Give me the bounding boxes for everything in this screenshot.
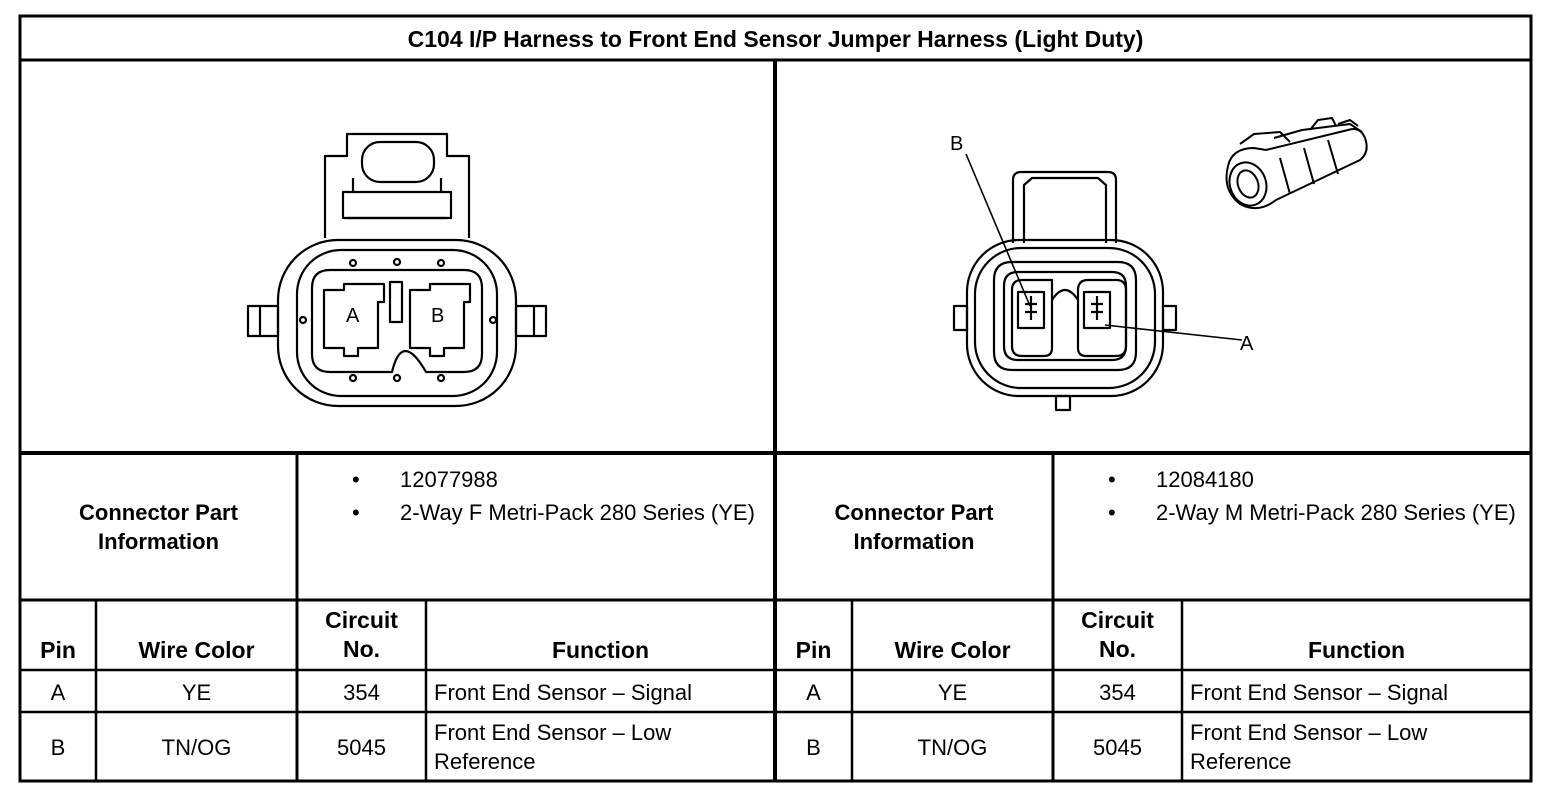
wire-color-cell: TN/OG <box>917 734 988 760</box>
pin-cell: A <box>50 679 66 705</box>
function-cell: Front End Sensor – Low Reference <box>1190 720 1428 774</box>
pin-callout-a: A <box>1240 333 1254 355</box>
pin-cell: A <box>806 679 821 705</box>
connector-part-info-label: Connector Part Information <box>79 499 238 554</box>
column-header-function: Function <box>1307 636 1406 663</box>
connector-description-item: • 2-Way M Metri-Pack 280 Series (YE) <box>1108 498 1523 558</box>
connector-part-info-label: Connector Part Information <box>834 499 994 554</box>
column-header-function: Function <box>551 636 650 663</box>
column-header-wire-color: Wire Color <box>138 636 255 663</box>
pin-cell: B <box>50 734 66 760</box>
connector-isometric-icon <box>1225 117 1368 210</box>
function-cell: Front End Sensor – Signal <box>1190 679 1449 705</box>
column-header-pin: Pin <box>40 636 76 663</box>
pin-callout-b: B <box>950 133 963 155</box>
bullet-icon: • <box>352 500 360 525</box>
part-number: 12077988 <box>400 467 498 492</box>
function-cell: Front End Sensor – Signal <box>434 679 693 705</box>
wire-color-cell: YE <box>937 679 968 705</box>
column-header-circuit-no: Circuit No. <box>1081 607 1154 662</box>
part-number: 12084180 <box>1156 467 1254 492</box>
pin-label-a: A <box>346 305 360 327</box>
column-header-circuit-no: Circuit No. <box>325 607 398 662</box>
bullet-icon: • <box>1108 467 1116 492</box>
bullet-icon: • <box>352 467 360 492</box>
wire-color-cell: YE <box>181 679 212 705</box>
connector-description-item: • 2-Way F Metri-Pack 280 Series (YE) <box>352 498 767 558</box>
part-number-item: • 12077988 <box>352 465 767 495</box>
pin-label-b: B <box>431 305 444 327</box>
pin-cell: B <box>806 734 821 760</box>
circuit-no-cell: 5045 <box>337 734 386 760</box>
column-header-wire-color: Wire Color <box>894 636 1011 663</box>
connector-description: 2-Way M Metri-Pack 280 Series (YE) <box>1156 500 1516 525</box>
connector-face-female-icon: A B <box>246 132 548 408</box>
connector-face-male-icon: B A <box>950 133 1254 412</box>
circuit-no-cell: 354 <box>343 679 380 705</box>
connector-description: 2-Way F Metri-Pack 280 Series (YE) <box>400 500 755 525</box>
wire-color-cell: TN/OG <box>161 734 232 760</box>
circuit-no-cell: 5045 <box>1093 734 1142 760</box>
page-title: C104 I/P Harness to Front End Sensor Jum… <box>407 25 1144 52</box>
column-header-pin: Pin <box>795 636 832 663</box>
function-cell: Front End Sensor – Low Reference <box>434 720 672 774</box>
part-number-item: • 12084180 <box>1108 465 1523 495</box>
bullet-icon: • <box>1108 500 1116 525</box>
circuit-no-cell: 354 <box>1099 679 1136 705</box>
